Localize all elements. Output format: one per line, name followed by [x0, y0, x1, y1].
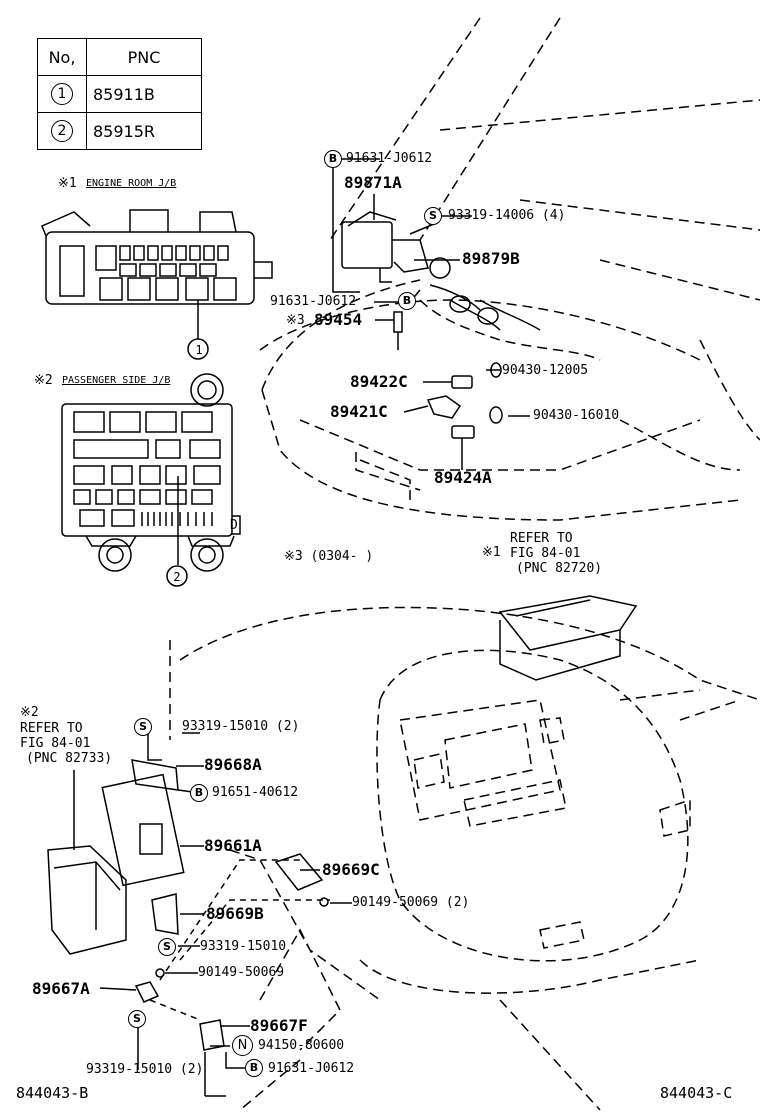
part-90149-50069-a: 90149-50069 (2) [352, 895, 470, 910]
part-89422c: 89422C [350, 372, 408, 391]
lower-leader-lines [73, 732, 352, 1097]
dashboard-outline [169, 606, 760, 1111]
table-row: 1 85911B [37, 75, 202, 113]
part-89667f: 89667F [250, 1016, 308, 1035]
part-89424a: 89424A [434, 468, 492, 487]
pnc-table-header: No, PNC [37, 38, 202, 76]
part-89454: 89454 [314, 310, 363, 329]
figure-number-left: 844043-B [16, 1084, 89, 1102]
part-93319-15010-c: 93319-15010 (2) [86, 1062, 204, 1077]
engine-sensors [341, 211, 541, 439]
part-89879b: 89879B [462, 249, 520, 268]
refer2-line1: REFER TO [20, 721, 83, 736]
engine-room-junction-block [41, 209, 273, 360]
bolt-symbol: B [398, 292, 416, 310]
screw-symbol: S [424, 207, 442, 225]
upper-leader-lines [332, 158, 530, 470]
callout-1: 1 [195, 343, 203, 357]
header-pnc: PNC [86, 38, 202, 76]
nut-symbol: N [232, 1035, 253, 1056]
vehicle-front-outline [259, 17, 760, 521]
refer1-line2: FIG 84-01 [510, 546, 581, 561]
part-89669b: 89669B [206, 904, 264, 923]
part-93319-14006: 93319-14006 (4) [448, 208, 566, 223]
part-89667a: 89667A [32, 979, 90, 998]
refer2-line3: (PNC 82733) [26, 751, 113, 766]
part-89669c: 89669C [322, 860, 380, 879]
bolt-symbol: B [324, 150, 342, 168]
control-module-parts [47, 595, 638, 1051]
engine-room-title: ENGINE ROOM J/B [86, 178, 177, 189]
refer2-line2: FIG 84-01 [20, 736, 91, 751]
row-pnc: 85915R [86, 112, 202, 150]
figure-number-right: 844043-C [660, 1084, 733, 1102]
lower-dashed-leaders [149, 859, 330, 1021]
screw-symbol: S [158, 938, 176, 956]
passenger-title: PASSENGER SIDE J/B [62, 375, 171, 386]
part-89871a: 89871A [344, 173, 402, 192]
screw-symbol: S [128, 1010, 146, 1028]
callout-2: 2 [173, 570, 181, 584]
bolt-symbol: B [190, 784, 208, 802]
part-90430-16010: 90430-16010 [533, 408, 620, 423]
passenger-mark: ※2 [34, 373, 53, 388]
part-94150-80600: 94150-80600 [258, 1038, 345, 1053]
row-number: 2 [51, 120, 73, 142]
part-90430-12005: 90430-12005 [502, 363, 589, 378]
part-93319-15010-b: 93319-15010 [200, 939, 287, 954]
bolt-symbol: B [245, 1059, 263, 1077]
range-note: ※3 (0304- ) [284, 549, 374, 564]
part-89668a: 89668A [204, 755, 262, 774]
refer1-mark: ※1 [482, 545, 501, 560]
row-number: 1 [51, 83, 73, 105]
engine-room-mark: ※1 [58, 176, 77, 191]
part-89661a: 89661A [204, 836, 262, 855]
part-91631-bot: 91631-J0612 [268, 1061, 355, 1076]
connector-d-label: D [230, 518, 238, 533]
part-91651-40612: 91651-40612 [212, 785, 299, 800]
mark-3: ※3 [286, 313, 305, 328]
row-pnc: 85911B [86, 75, 202, 113]
part-90149-50069-b: 90149-50069 [198, 965, 285, 980]
refer1-line3: (PNC 82720) [516, 561, 603, 576]
part-89421c: 89421C [330, 402, 388, 421]
part-91631-mid: 91631-J0612 [270, 294, 357, 309]
part-91631-top: 91631-J0612 [346, 151, 433, 166]
table-row: 2 85915R [37, 112, 202, 150]
passenger-junction-block [61, 373, 241, 587]
part-93319-15010-a: 93319-15010 (2) [182, 719, 300, 734]
pnc-table: No, PNC 1 85911B 2 85915R [37, 38, 202, 150]
header-no: No, [37, 38, 87, 76]
refer2-mark: ※2 [20, 705, 39, 720]
refer1-line1: REFER TO [510, 531, 573, 546]
screw-symbol: S [134, 718, 152, 736]
